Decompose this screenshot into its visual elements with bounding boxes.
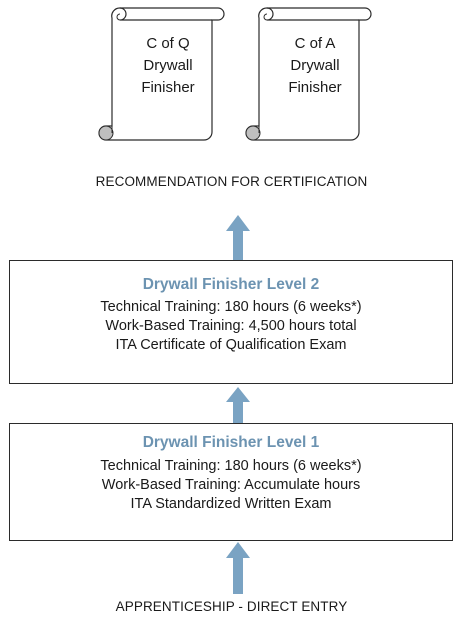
level-2-box: Drywall Finisher Level 2 Technical Train… [9, 260, 453, 384]
certificate-line: C of Q [146, 35, 190, 52]
level-detail: Work-Based Training: 4,500 hours total [105, 318, 357, 334]
level-title: Drywall Finisher Level 2 [142, 276, 320, 293]
up-arrow-icon [226, 387, 250, 423]
scroll-icon [98, 7, 225, 141]
up-arrow-icon [226, 215, 250, 260]
level-detail: ITA Certificate of Qualification Exam [115, 337, 347, 353]
entry-label: APPRENTICESHIP - DIRECT ENTRY [115, 599, 348, 614]
certificate-line: Finisher [288, 79, 342, 96]
level-detail: Work-Based Training: Accumulate hours [101, 477, 361, 493]
level-1-box: Drywall Finisher Level 1 Technical Train… [9, 423, 453, 541]
certificate-line: Drywall [143, 57, 193, 74]
certificate-line: Drywall [290, 57, 340, 74]
certificate-line: C of A [294, 35, 336, 52]
scroll-icon [245, 7, 372, 141]
certificate-line: Finisher [141, 79, 195, 96]
recommendation-label: RECOMMENDATION FOR CERTIFICATION [95, 174, 368, 189]
level-title: Drywall Finisher Level 1 [142, 434, 320, 451]
certificate-scroll-cofq: C of Q Drywall Finisher [98, 0, 228, 152]
up-arrow-icon [226, 542, 250, 594]
certificate-scroll-cofa: C of A Drywall Finisher [245, 0, 375, 152]
level-detail: Technical Training: 180 hours (6 weeks*) [100, 299, 362, 315]
level-detail: Technical Training: 180 hours (6 weeks*) [100, 458, 362, 474]
level-detail: ITA Standardized Written Exam [130, 496, 332, 512]
